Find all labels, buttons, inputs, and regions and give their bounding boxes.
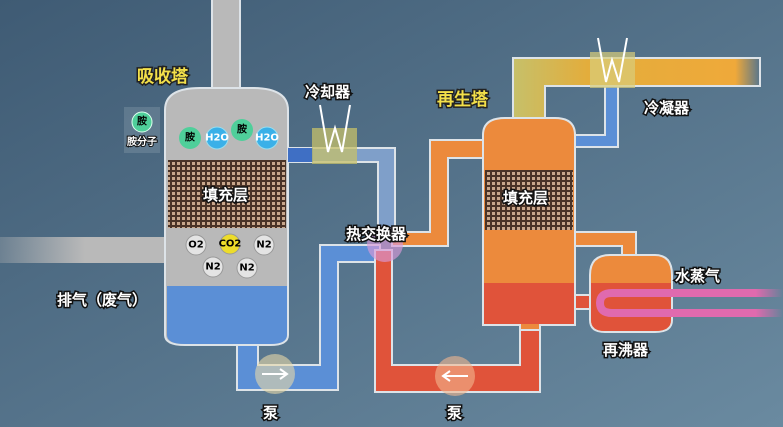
absorber-packing-label: 填充层 [203, 186, 248, 204]
molecule-amine: 胺 [237, 123, 247, 136]
amine-legend-label: 胺分子 [127, 135, 157, 148]
molecule-amine: 胺 [185, 131, 195, 144]
absorber-liquid [167, 286, 287, 344]
amine-legend-symbol: 胺 [137, 115, 147, 128]
reboiler-label: 再沸器 [603, 341, 649, 359]
heat-exchanger-label: 热交换器 [346, 225, 407, 243]
heat-exchanger [367, 226, 403, 262]
regenerator-tower [391, 57, 761, 333]
steam-tube [595, 289, 783, 317]
absorber-packing [168, 160, 286, 228]
pump-right-label: 泵 [447, 404, 462, 422]
molecule-n2: N2 [256, 240, 271, 251]
regenerator-liquid [484, 283, 574, 324]
molecule-h2o: H2O [255, 133, 279, 144]
molecules-top: 胺 H2O 胺 H2O [179, 119, 279, 150]
cooler-label: 冷却器 [305, 83, 351, 101]
pump-left-label: 泵 [263, 404, 278, 422]
regenerator-packing [485, 170, 573, 230]
pump-right [435, 356, 475, 396]
molecule-h2o: H2O [205, 133, 229, 144]
molecules-bottom: O2 CO2 N2 N2 N2 [185, 233, 275, 279]
molecule-co2: CO2 [219, 239, 242, 250]
molecule-n2: N2 [205, 262, 220, 273]
arrow-left-icon [441, 370, 468, 382]
exhaust-label: 排气（废气） [57, 291, 147, 309]
molecule-o2: O2 [188, 240, 204, 251]
regenerator-packing-label: 填充层 [503, 189, 548, 207]
regenerator-label: 再生塔 [437, 89, 489, 110]
absorber-label: 吸收塔 [137, 66, 189, 87]
amine-legend: 胺 胺分子 [124, 107, 160, 153]
absorber-tower [0, 0, 289, 356]
condenser-label: 冷凝器 [644, 99, 690, 117]
cooler-unit [312, 104, 357, 164]
molecule-n2: N2 [239, 263, 254, 274]
arrow-right-icon [262, 368, 289, 380]
condenser-unit [590, 37, 635, 88]
pump-left [255, 354, 295, 394]
steam-label: 水蒸气 [675, 267, 720, 285]
